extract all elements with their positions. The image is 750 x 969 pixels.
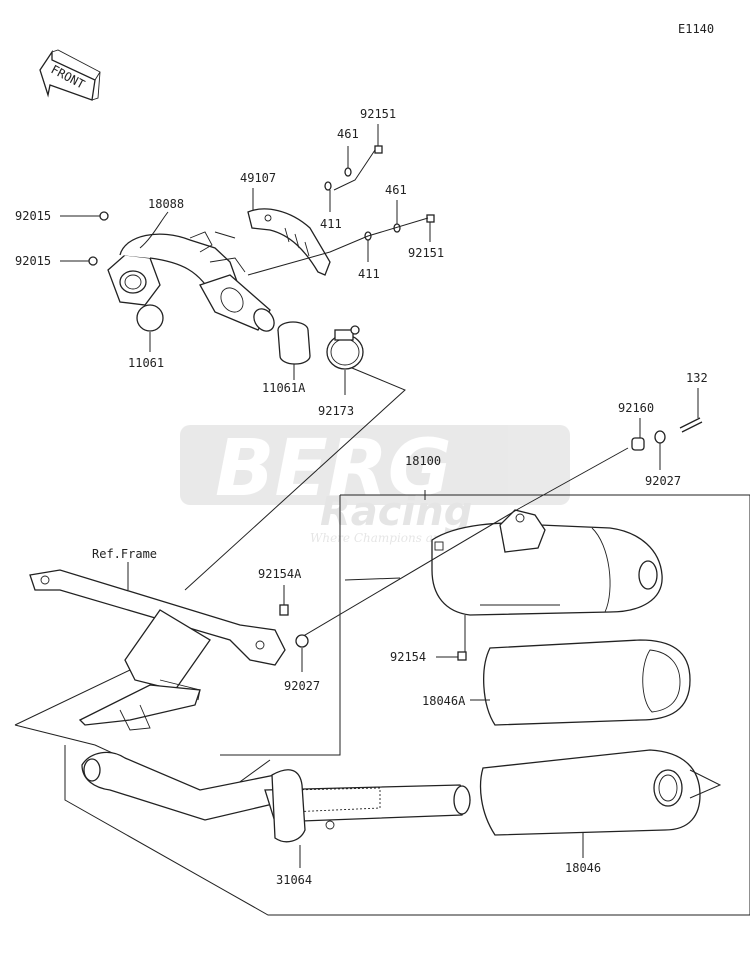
bolt-92154a <box>279 604 289 616</box>
label-92015a: 92015 <box>15 209 51 223</box>
label-92154a: 92154A <box>258 567 302 581</box>
label-18046: 18046 <box>565 861 601 875</box>
packing-18046 <box>479 749 701 836</box>
nut-92015b <box>88 256 98 266</box>
label-92027a: 92027 <box>645 474 681 488</box>
sleeve-11061a <box>277 321 311 365</box>
washer-92027b <box>295 634 309 648</box>
heat-guard <box>247 208 331 276</box>
front-arrow-icon: FRONT <box>39 49 101 101</box>
diagram-code: E1140 <box>678 22 714 36</box>
watermark-sub: Racing <box>320 489 472 535</box>
label-92151b: 92151 <box>408 246 444 260</box>
label-11061a: 11061A <box>262 381 306 395</box>
watermark-band <box>180 425 570 505</box>
label-18046a: 18046A <box>422 694 466 708</box>
packing-18046a <box>483 639 691 726</box>
grommet-92160 <box>631 437 645 451</box>
nut-92015a <box>99 211 109 221</box>
label-ref-frame: Ref.Frame <box>92 547 157 561</box>
label-18088: 18088 <box>148 197 184 211</box>
watermark: BERG Racing Where Champions are made <box>180 424 570 545</box>
bolt-92154 <box>457 651 467 661</box>
washer-92027a <box>654 430 666 444</box>
label-92151a: 92151 <box>360 107 396 121</box>
clamp-92173 <box>326 325 364 370</box>
watermark-brand: BERG <box>215 424 452 514</box>
label-18100: 18100 <box>405 454 441 468</box>
label-92015b: 92015 <box>15 254 51 268</box>
label-92154: 92154 <box>390 650 426 664</box>
washer-461a <box>344 167 352 177</box>
label-461b: 461 <box>385 183 407 197</box>
label-11061: 11061 <box>128 356 164 370</box>
label-49107: 49107 <box>240 171 276 185</box>
label-31064: 31064 <box>276 873 312 887</box>
bolt-132 <box>679 417 703 433</box>
label-411a: 411 <box>320 217 342 231</box>
label-132: 132 <box>686 371 708 385</box>
silencer-pipe-31064 <box>81 751 471 843</box>
ref-frame <box>29 569 286 731</box>
label-411b: 411 <box>358 267 380 281</box>
muffler-18100 <box>431 509 663 616</box>
label-92173: 92173 <box>318 404 354 418</box>
header-pipe <box>107 231 275 332</box>
gasket-11061 <box>136 304 164 332</box>
bolt-92151a <box>374 145 383 154</box>
label-461a: 461 <box>337 127 359 141</box>
ring-411a <box>324 181 332 191</box>
label-92027b: 92027 <box>284 679 320 693</box>
label-92160: 92160 <box>618 401 654 415</box>
